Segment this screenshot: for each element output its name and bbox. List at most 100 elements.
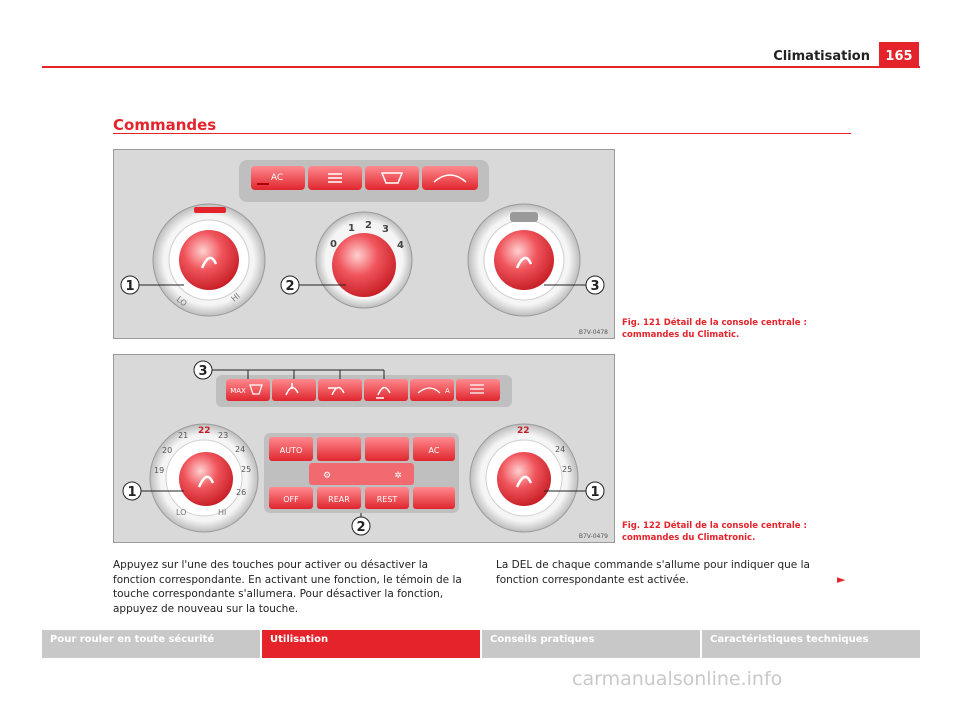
section-title: Commandes	[113, 116, 217, 134]
footer-tab-securite[interactable]: Pour rouler en toute sécurité	[42, 630, 260, 658]
callout-1-left: 1	[122, 481, 142, 501]
fan-speed-rocker[interactable]	[309, 463, 414, 485]
recirculation-icon	[417, 387, 441, 394]
temp-26: 26	[236, 488, 246, 497]
svg-text:2: 2	[285, 279, 294, 294]
rest-button[interactable]	[365, 487, 409, 509]
footer-nav: Pour rouler en toute sécurité Utilisatio…	[42, 630, 920, 658]
footer-tab-utilisation[interactable]: Utilisation	[262, 630, 480, 658]
seat-heating-icon	[200, 256, 218, 269]
air-down-button[interactable]	[364, 379, 408, 401]
callout-2: 2	[280, 275, 300, 295]
center-control-panel: AUTO AC ⚙ ✲ OFF REAR REST	[264, 433, 459, 513]
off-label: OFF	[283, 495, 299, 504]
header-rule	[42, 66, 920, 68]
auto-recirc-label: A	[445, 387, 450, 395]
svg-text:1: 1	[125, 279, 134, 294]
rest-label: REST	[377, 495, 398, 504]
ac-button[interactable]	[413, 437, 455, 461]
top-button-recirculation[interactable]	[422, 166, 478, 190]
seat-heating-icon	[515, 256, 533, 269]
body-paragraph-right: La DEL de chaque commande s'allume pour …	[496, 559, 810, 586]
seat-heating-icon	[515, 475, 533, 488]
rear-label: REAR	[328, 495, 350, 504]
temp-19: 19	[154, 466, 164, 475]
recirculation-icon	[433, 174, 467, 183]
recirculation-auto-button[interactable]: A	[410, 379, 454, 401]
callout-1-right: 1	[585, 481, 605, 501]
temp-23: 23	[218, 431, 228, 440]
rear-defrost-icon	[328, 173, 342, 183]
temp-20: 20	[162, 446, 172, 455]
air-upper-icon	[285, 383, 299, 396]
fan-2: 2	[365, 220, 372, 231]
defrost-marker-icon	[510, 212, 538, 222]
body-paragraph-left: Appuyez sur l'une des touches pour activ…	[113, 559, 462, 615]
fan-4: 4	[397, 240, 404, 251]
figure-121-caption: Fig. 121 Détail de la console centrale :…	[622, 318, 807, 340]
windshield-defrost-icon	[380, 172, 404, 184]
figure-122-caption: Fig. 122 Détail de la console centrale :…	[622, 521, 807, 543]
temp-22: 22	[517, 426, 530, 436]
temp-24: 24	[555, 445, 565, 454]
hi-label: HI	[218, 508, 226, 517]
svg-text:1: 1	[127, 485, 136, 500]
temp-21: 21	[178, 431, 188, 440]
climatronic-panel-illustration: MAX A 19 20	[114, 355, 614, 542]
top-button-ac[interactable]: AC	[251, 166, 305, 190]
max-defrost-button[interactable]: MAX	[226, 379, 270, 401]
seat-heating-icon	[197, 475, 215, 488]
air-center-button[interactable]	[318, 379, 362, 401]
top-button-windshield[interactable]	[365, 166, 419, 190]
rear-defrost-button[interactable]	[365, 437, 409, 461]
rear-button[interactable]	[317, 487, 361, 509]
section-rule	[113, 133, 851, 134]
top-button-rear-defrost[interactable]	[308, 166, 362, 190]
rear-defrost-icon	[470, 384, 484, 394]
ac-label: AC	[271, 173, 283, 183]
callout-1: 1	[120, 275, 140, 295]
fan-0: 0	[330, 239, 337, 250]
svg-text:1: 1	[590, 485, 599, 500]
left-temp-dial[interactable]: LO HI	[152, 203, 266, 317]
seat-ventilation-button[interactable]	[413, 487, 455, 509]
air-center-icon	[328, 386, 345, 396]
figure-climatic: AC LO HI 0 1	[113, 149, 615, 339]
max-label: MAX	[230, 387, 246, 395]
left-temp-dial[interactable]: 19 20 21 22 23 24 25 26 LO HI	[149, 423, 259, 533]
temp-24: 24	[235, 445, 245, 454]
watermark: carmanualsonline.info	[572, 668, 783, 690]
footer-tab-conseils[interactable]: Conseils pratiques	[482, 630, 700, 658]
svg-text:2: 2	[356, 520, 365, 535]
temp-22: 22	[198, 426, 211, 436]
svg-text:3: 3	[590, 279, 599, 294]
footer-tab-caracteristiques[interactable]: Caractéristiques techniques	[702, 630, 920, 658]
callout-3: 3	[193, 360, 213, 380]
lo-label: LO	[176, 508, 186, 517]
temp-25: 25	[562, 465, 572, 474]
air-up-button[interactable]	[272, 379, 316, 401]
air-distribution-dial[interactable]	[467, 203, 581, 317]
svg-text:⚙: ⚙	[323, 471, 331, 481]
svg-text:✲: ✲	[394, 471, 402, 481]
callout-3: 3	[585, 275, 605, 295]
right-temp-dial[interactable]: 22 24 25	[469, 423, 579, 533]
auto-button[interactable]	[269, 437, 313, 461]
climatic-panel-illustration: AC LO HI 0 1	[114, 150, 614, 338]
ac-label: AC	[429, 446, 440, 455]
windshield-button[interactable]	[317, 437, 361, 461]
fan-3: 3	[382, 224, 389, 235]
svg-text:3: 3	[198, 364, 207, 379]
continue-arrow-icon: ►	[837, 573, 846, 586]
figure-code: B7V-0479	[579, 533, 608, 540]
page-number: 165	[879, 42, 919, 68]
figure-code: B7V-0478	[579, 329, 608, 336]
rear-window-defrost-button[interactable]	[456, 379, 500, 401]
fan-1: 1	[348, 223, 355, 234]
fan-speed-dial[interactable]: 0 1 2 3 4	[315, 211, 413, 309]
auto-label: AUTO	[280, 446, 303, 455]
temp-25: 25	[241, 465, 251, 474]
off-button[interactable]	[269, 487, 313, 509]
windshield-defrost-icon	[249, 384, 263, 395]
air-footwell-icon	[376, 386, 391, 399]
